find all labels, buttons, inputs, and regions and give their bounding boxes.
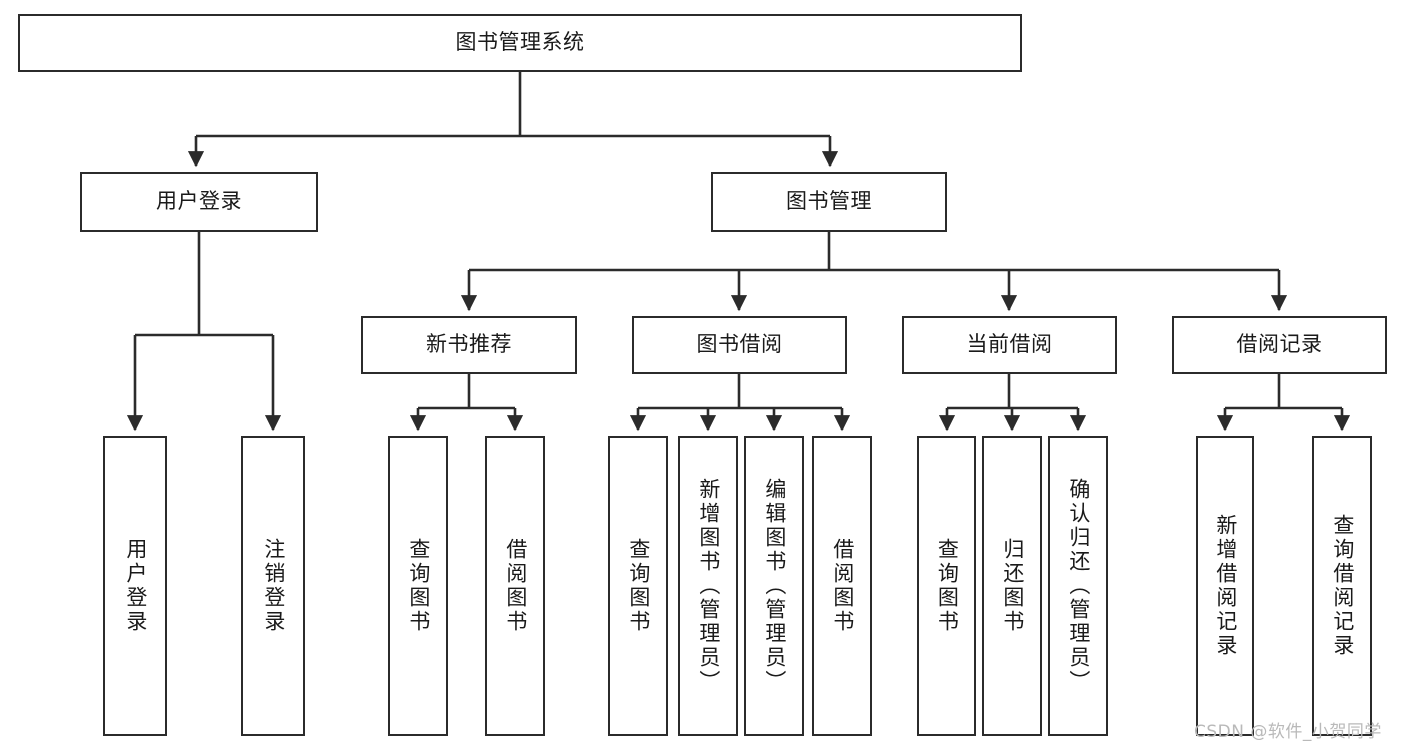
- node-leaf-user-login[interactable]: 用户登录: [103, 436, 167, 736]
- node-leaf-add-book[interactable]: 新增图书（管理员）: [678, 436, 738, 736]
- node-new-book-rec[interactable]: 新书推荐: [361, 316, 577, 374]
- node-leaf-user-login-label: 用户登录: [123, 538, 148, 634]
- node-root-label: 图书管理系统: [455, 30, 585, 55]
- node-leaf-query-book-3-label: 查询图书: [935, 538, 960, 634]
- node-leaf-user-logout-label: 注销登录: [261, 538, 286, 634]
- node-leaf-borrow-book-2-label: 借阅图书: [830, 538, 855, 634]
- node-leaf-query-book-1-label: 查询图书: [406, 538, 431, 634]
- node-leaf-query-book-2-label: 查询图书: [626, 538, 651, 634]
- node-leaf-add-book-label: 新增图书（管理员）: [696, 478, 721, 694]
- node-leaf-query-record-label: 查询借阅记录: [1330, 514, 1355, 658]
- node-leaf-add-record-label: 新增借阅记录: [1213, 514, 1238, 658]
- node-borrow-record-label: 借阅记录: [1236, 332, 1323, 357]
- node-user-login-label: 用户登录: [156, 189, 242, 214]
- node-book-borrow[interactable]: 图书借阅: [632, 316, 847, 374]
- node-current-borrow-label: 当前借阅: [966, 332, 1053, 357]
- node-leaf-query-book-3[interactable]: 查询图书: [917, 436, 976, 736]
- node-leaf-query-book-1[interactable]: 查询图书: [388, 436, 448, 736]
- node-current-borrow[interactable]: 当前借阅: [902, 316, 1117, 374]
- watermark: CSDN @软件_小贺同学: [1194, 722, 1382, 742]
- node-leaf-add-record[interactable]: 新增借阅记录: [1196, 436, 1254, 736]
- node-leaf-user-logout[interactable]: 注销登录: [241, 436, 305, 736]
- node-user-login[interactable]: 用户登录: [80, 172, 318, 232]
- node-borrow-record[interactable]: 借阅记录: [1172, 316, 1387, 374]
- node-leaf-query-book-2[interactable]: 查询图书: [608, 436, 668, 736]
- node-leaf-confirm-return[interactable]: 确认归还（管理员）: [1048, 436, 1108, 736]
- node-new-book-rec-label: 新书推荐: [426, 332, 512, 357]
- node-leaf-confirm-return-label: 确认归还（管理员）: [1066, 478, 1091, 694]
- node-book-manage[interactable]: 图书管理: [711, 172, 947, 232]
- node-book-borrow-label: 图书借阅: [696, 332, 783, 357]
- node-leaf-borrow-book-1[interactable]: 借阅图书: [485, 436, 545, 736]
- node-leaf-return-book-label: 归还图书: [1000, 538, 1025, 634]
- node-leaf-query-record[interactable]: 查询借阅记录: [1312, 436, 1372, 736]
- node-leaf-edit-book[interactable]: 编辑图书（管理员）: [744, 436, 804, 736]
- node-leaf-borrow-book-2[interactable]: 借阅图书: [812, 436, 872, 736]
- node-root[interactable]: 图书管理系统: [18, 14, 1022, 72]
- node-leaf-borrow-book-1-label: 借阅图书: [503, 538, 528, 634]
- node-leaf-edit-book-label: 编辑图书（管理员）: [762, 478, 787, 694]
- node-book-manage-label: 图书管理: [786, 189, 872, 214]
- node-leaf-return-book[interactable]: 归还图书: [982, 436, 1042, 736]
